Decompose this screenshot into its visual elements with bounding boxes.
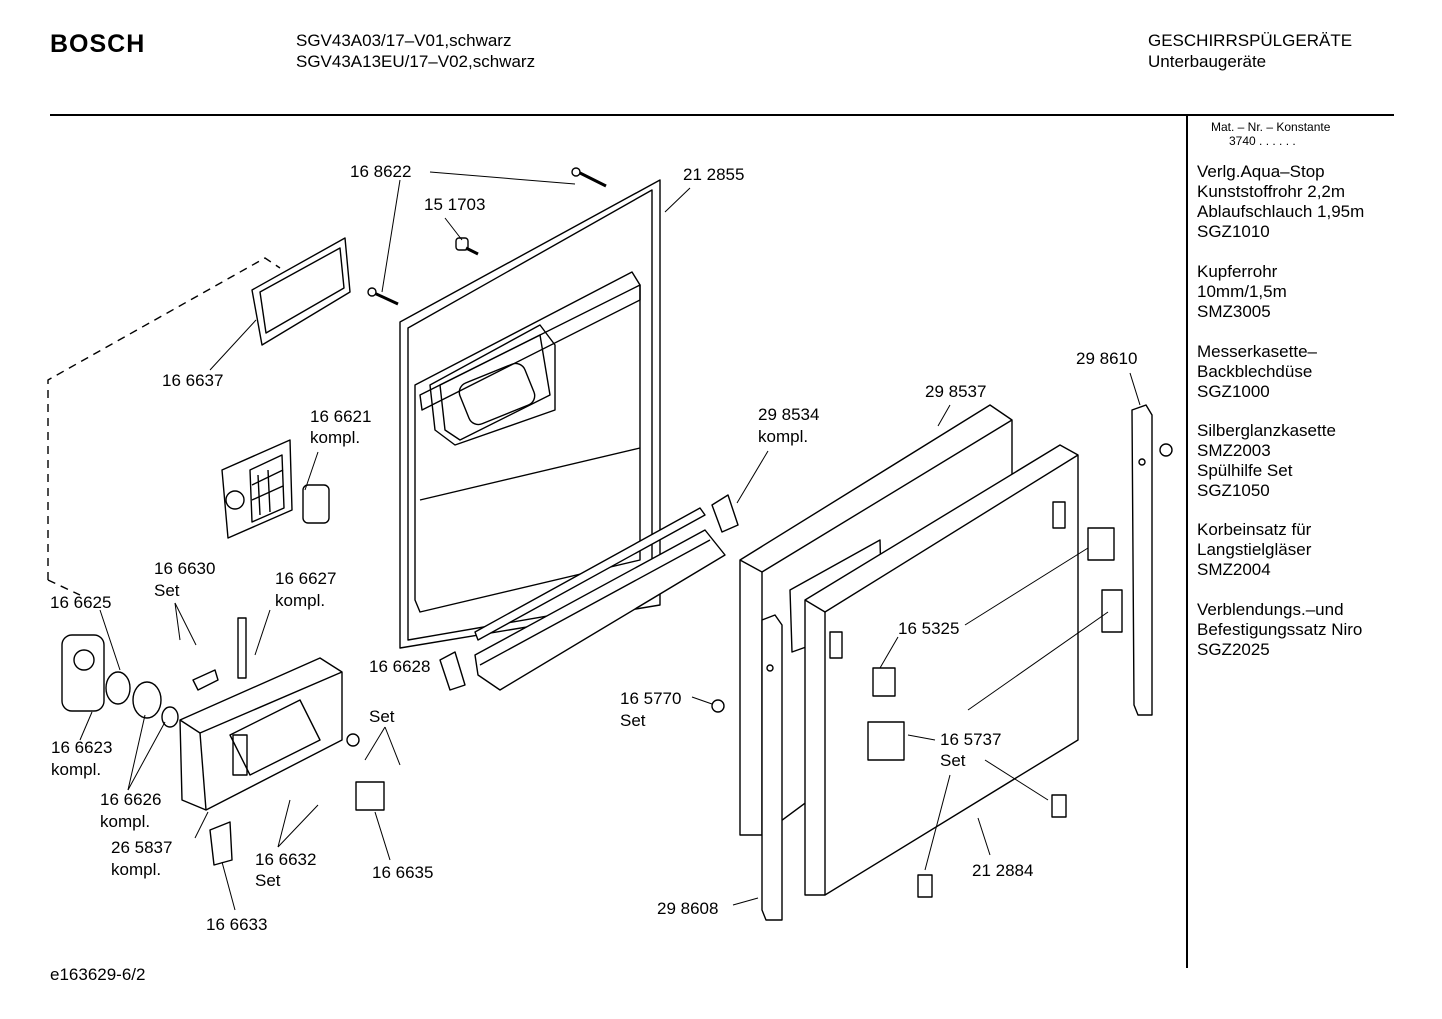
dispenser-housing: [179, 657, 343, 811]
part-label: 16 6633: [206, 915, 267, 934]
accessory-line: SGZ1050: [1197, 481, 1270, 500]
accessory-line: Spülhilfe Set: [1197, 461, 1293, 480]
part-label: 16 6635: [372, 863, 433, 882]
screw: [367, 167, 607, 306]
model-list: SGV43A03/17–V01,schwarz SGV43A13EU/17–V0…: [296, 30, 535, 72]
outer-door-panels: [739, 404, 1079, 896]
accessory-line: Verlg.Aqua–Stop: [1197, 162, 1325, 181]
part-label: kompl.: [310, 428, 360, 447]
accessory-line: Langstielgläser: [1197, 540, 1312, 559]
inner-door-panel: [399, 179, 661, 649]
accessory-line: SMZ2003: [1197, 441, 1271, 460]
model-line-2: SGV43A13EU/17–V02,schwarz: [296, 52, 536, 71]
part-label: 29 8608: [657, 899, 718, 918]
part-label: 16 6626: [100, 790, 161, 809]
bracket: [711, 527, 1123, 898]
accessory-line: Ablaufschlauch 1,95m: [1197, 202, 1365, 221]
brand-logo: BOSCH: [50, 30, 146, 58]
part-label: 16 5737: [940, 730, 1001, 749]
sidebar-divider: [1186, 116, 1188, 968]
part-label: 15 1703: [424, 195, 485, 214]
part-label: kompl.: [51, 760, 101, 779]
category-line-2: Unterbaugeräte: [1148, 52, 1267, 71]
part-label: kompl.: [100, 812, 150, 831]
accessory-line: SGZ1010: [1197, 222, 1270, 241]
header-divider: [50, 114, 1394, 116]
accessory-line: Kupferrohr: [1197, 262, 1278, 281]
bottom-rail: [439, 494, 739, 691]
frame-part: [251, 237, 351, 346]
accessory-line: Korbeinsatz für: [1197, 520, 1312, 539]
part-label: Set: [620, 711, 646, 730]
part-label: kompl.: [758, 427, 808, 446]
part-label: 29 8537: [925, 382, 986, 401]
small-parts: [61, 617, 385, 866]
accessory-line: SMZ3005: [1197, 302, 1271, 321]
part-label: Set: [154, 581, 180, 600]
accessory-line: Silberglanzkasette: [1197, 421, 1336, 440]
accessory-group: Korbeinsatz für Langstielgläser SMZ2004: [1197, 520, 1311, 580]
accessory-group: Silberglanzkasette SMZ2003 Spülhilfe Set…: [1197, 421, 1336, 501]
accessory-line: SGZ2025: [1197, 640, 1270, 659]
part-label: 16 6627: [275, 569, 336, 588]
document-code: e163629-6/2: [50, 965, 146, 984]
part-label: 16 6632: [255, 850, 316, 869]
category-title: GESCHIRRSPÜLGERÄTE Unterbaugeräte: [1148, 30, 1352, 72]
mat-nr-label: Mat. – Nr. – Konstante: [1211, 120, 1331, 134]
mat-nr-block: Mat. – Nr. – Konstante 3740 . . . . . .: [1211, 120, 1330, 148]
accessory-line: 10mm/1,5m: [1197, 282, 1287, 301]
accessory-line: Messerkasette–: [1197, 342, 1317, 361]
accessory-group: Verblendungs.–und Befestigungssatz Niro …: [1197, 600, 1362, 660]
part-label: 16 6625: [50, 593, 111, 612]
part-label: kompl.: [275, 591, 325, 610]
part-label: 16 5770: [620, 689, 681, 708]
part-label: 16 5325: [898, 619, 959, 638]
category-line-1: GESCHIRRSPÜLGERÄTE: [1148, 31, 1353, 50]
accessory-group: Messerkasette– Backblechdüse SGZ1000: [1197, 342, 1317, 402]
accessory-group: Kupferrohr 10mm/1,5m SMZ3005: [1197, 262, 1287, 322]
part-label: 21 2855: [683, 165, 744, 184]
part-label: 21 2884: [972, 861, 1033, 880]
accessory-line: Befestigungssatz Niro: [1197, 620, 1363, 639]
dispenser-lid: [221, 439, 330, 539]
part-label: 16 6637: [162, 371, 223, 390]
part-labels: 16 8622 21 2855 15 1703 16 6637 16 6621 …: [50, 162, 1137, 934]
accessory-line: SGZ1000: [1197, 382, 1270, 401]
mat-nr-value: 3740 . . . . . .: [1229, 134, 1296, 148]
part-label: 16 6630: [154, 559, 215, 578]
part-label: 16 8622: [350, 162, 411, 181]
accessory-line: Verblendungs.–und: [1197, 600, 1344, 619]
part-label: 29 8610: [1076, 349, 1137, 368]
accessory-line: SMZ2004: [1197, 560, 1271, 579]
accessory-group: Verlg.Aqua–Stop Kunststoffrohr 2,2m Abla…: [1197, 162, 1364, 242]
part-label: Set: [255, 871, 281, 890]
accessory-line: Kunststoffrohr 2,2m: [1197, 182, 1346, 201]
part-label: 29 8534: [758, 405, 819, 424]
part-label: 16 6621: [310, 407, 371, 426]
part-label: kompl.: [111, 860, 161, 879]
accessory-line: Backblechdüse: [1197, 362, 1313, 381]
model-line-1: SGV43A03/17–V01,schwarz: [296, 31, 512, 50]
part-label: 26 5837: [111, 838, 172, 857]
part-label: Set: [369, 707, 395, 726]
side-trim: [761, 404, 1173, 921]
part-label: 16 6623: [51, 738, 112, 757]
part-label: 16 6628: [369, 657, 430, 676]
part-label: Set: [940, 751, 966, 770]
